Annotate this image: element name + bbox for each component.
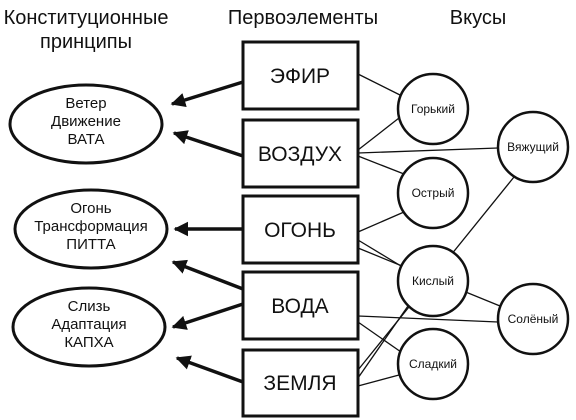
taste-sour: Кислый — [396, 244, 470, 318]
taste-sour-circle — [396, 244, 470, 318]
taste-sweet-label: Сладкий — [409, 357, 457, 371]
element-water-box — [241, 270, 360, 341]
element-fire: ОГОНЬ — [241, 194, 360, 265]
element-earth-label: ЗЕМЛЯ — [263, 372, 336, 395]
element-ether-label: ЭФИР — [270, 65, 330, 88]
taste-salty-circle — [496, 282, 570, 356]
dosha-pitta: Огонь Трансформация ПИТТА — [13, 188, 169, 270]
dosha-kapha-line-1: Слизь — [68, 298, 111, 315]
link-earth-sweet — [357, 374, 400, 387]
element-earth-box — [241, 348, 360, 418]
arrow-air-vata — [172, 130, 244, 158]
dosha-vata-line-3: ВАТА — [67, 131, 104, 148]
arrow-water-kapha — [171, 302, 244, 330]
arrow-water-pitta — [171, 259, 244, 291]
dosha-kapha-line-3: КАПХА — [64, 334, 113, 351]
element-air-label: ВОЗДУХ — [258, 143, 342, 166]
arrow-ether-vata — [170, 80, 244, 108]
taste-astringent: Вяжущий — [496, 110, 570, 184]
elements-header: Первоэлементы — [228, 7, 378, 29]
link-fire-pungent — [357, 211, 405, 233]
link-water-sweet — [357, 321, 402, 353]
link-air-bitter — [357, 117, 400, 151]
taste-pungent-circle — [396, 156, 470, 230]
taste-salty: Солёный — [496, 282, 570, 356]
element-earth: ЗЕМЛЯ — [241, 348, 360, 418]
link-ether-bitter — [357, 73, 403, 97]
taste-sweet-circle — [396, 327, 470, 401]
tastes-header: Вкусы — [450, 7, 506, 29]
element-ether: ЭФИР — [241, 40, 360, 111]
taste-pungent: Острый — [396, 156, 470, 230]
element-dosha-arrows — [170, 80, 244, 384]
taste-sour-label: Кислый — [412, 274, 454, 288]
taste-astringent-label: Вяжущий — [507, 140, 559, 154]
link-earth-sour — [357, 305, 409, 379]
dosha-vata: Ветер Движение ВАТА — [8, 83, 164, 165]
link-air-pungent — [357, 155, 405, 175]
element-ether-box — [241, 40, 360, 111]
principles-header-line-1: Конституционные — [4, 7, 169, 29]
dosha-pitta-line-2: Трансформация — [34, 218, 148, 235]
dosha-kapha-line-2: Адаптация — [51, 316, 126, 333]
dosha-kapha: Слизь Адаптация КАПХА — [11, 286, 167, 368]
taste-bitter-label: Горький — [411, 102, 455, 116]
taste-salty-label: Солёный — [508, 312, 559, 326]
taste-bitter-circle — [396, 72, 470, 146]
taste-sweet: Сладкий — [396, 327, 470, 401]
link-fire-sour — [357, 239, 402, 267]
dosha-pitta-line-1: Огонь — [70, 200, 111, 217]
taste-pungent-label: Острый — [412, 186, 455, 200]
element-fire-box — [241, 194, 360, 265]
dosha-pitta-line-3: ПИТТА — [66, 236, 115, 253]
dosha-kapha-ellipse — [11, 286, 167, 368]
arrow-earth-kapha — [175, 355, 244, 384]
dosha-vata-line-1: Ветер — [65, 95, 106, 112]
dosha-vata-line-2: Движение — [51, 113, 121, 130]
link-water-salty — [357, 315, 499, 323]
element-fire-label: ОГОНЬ — [264, 219, 336, 242]
taste-astringent-circle — [496, 110, 570, 184]
link-air-astringent — [357, 147, 499, 154]
element-water-label: ВОДА — [271, 295, 328, 318]
dosha-vata-ellipse — [8, 83, 164, 165]
element-air-box — [241, 118, 360, 189]
element-air: ВОЗДУХ — [241, 118, 360, 189]
element-water: ВОДА — [241, 270, 360, 341]
principles-header-line-2: принципы — [40, 31, 132, 53]
taste-bitter: Горький — [396, 72, 470, 146]
dosha-pitta-ellipse — [13, 188, 169, 270]
column-headers: Конституционные принципы Первоэлементы В… — [4, 7, 507, 53]
